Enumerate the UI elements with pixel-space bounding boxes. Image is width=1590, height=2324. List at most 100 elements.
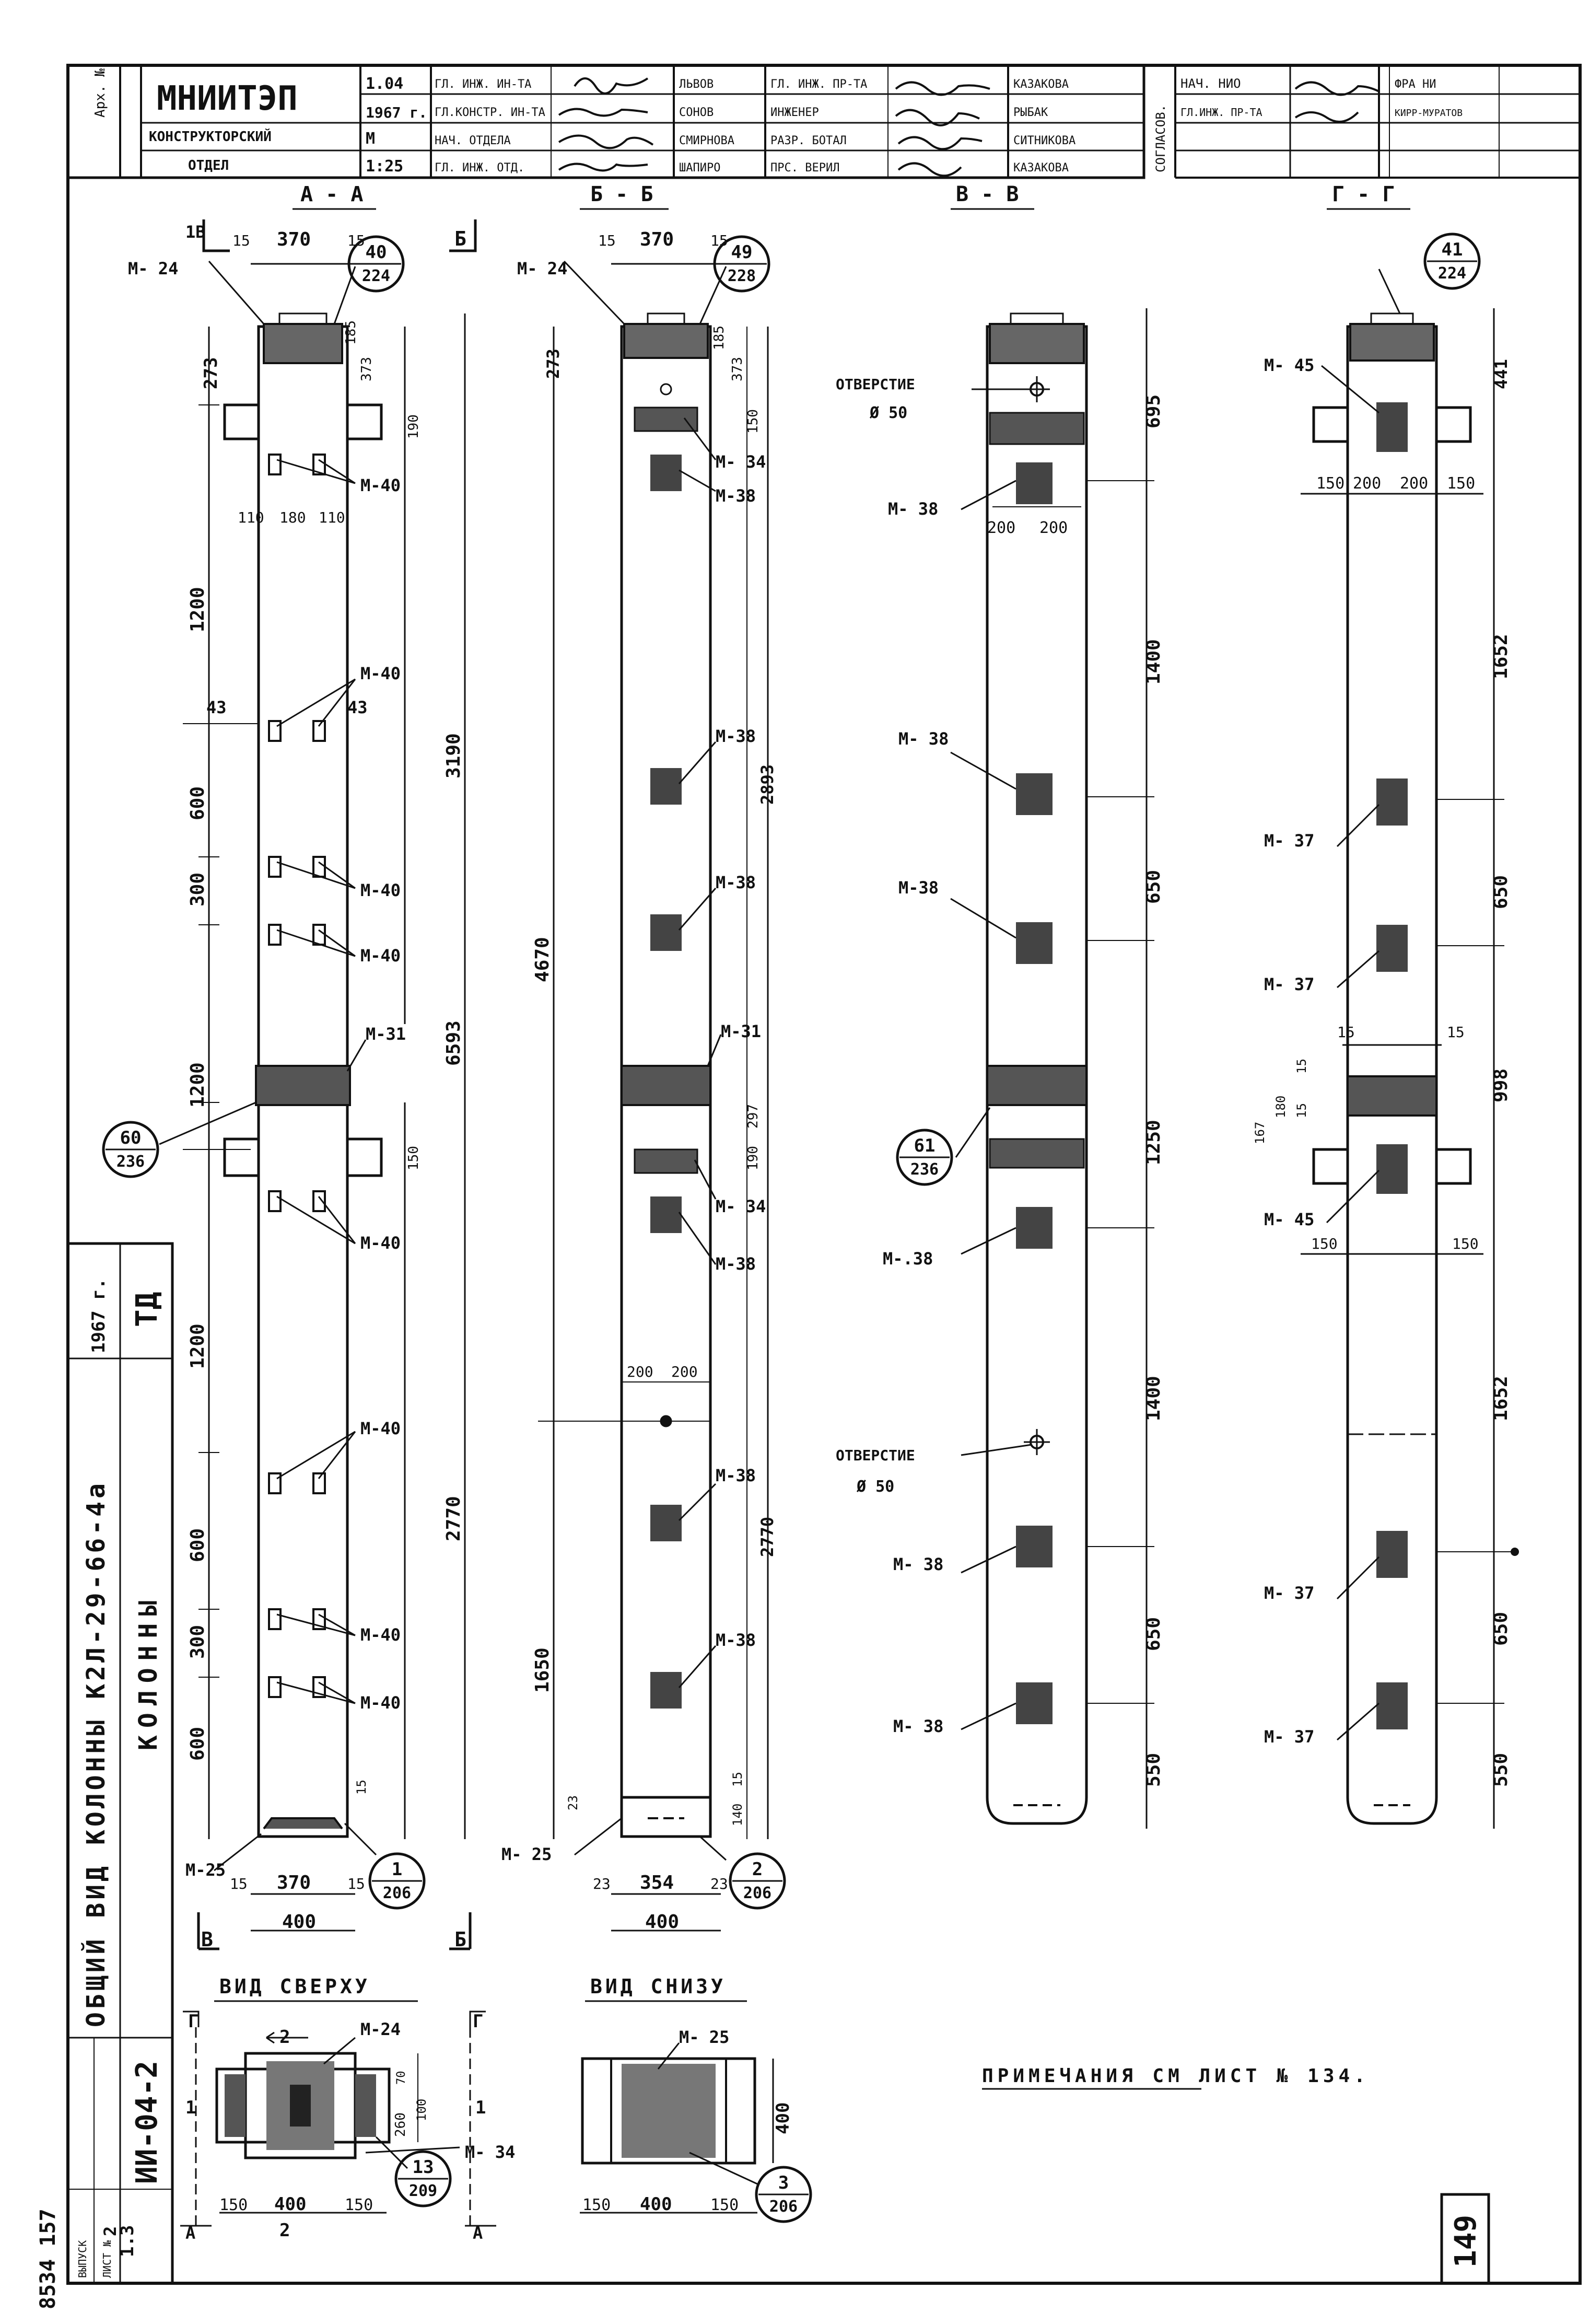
bb-m31-label: М-31 <box>721 1021 761 1041</box>
scale-label: М <box>366 130 375 148</box>
scale-value: 1:25 <box>366 157 403 176</box>
aa-dim-1200-2: 1200 <box>187 1062 208 1108</box>
vv-dim-650-2: 650 <box>1143 1617 1164 1651</box>
svg-text:1: 1 <box>392 1859 402 1880</box>
vv-hole-dia-2: Ø 50 <box>856 1478 894 1496</box>
top-view-cut-g-right: Г <box>473 2011 483 2032</box>
bb-dim-2770: 2770 <box>757 1517 777 1557</box>
aa-cut-b-top: Б <box>454 227 466 250</box>
top-view-cut-1-right: 1 <box>475 2097 486 2118</box>
vv-hole-label-1: ОТВЕРСТИЕ <box>836 376 915 393</box>
stamp-sheet-label: ЛИСТ № <box>101 2240 113 2278</box>
name2-2: РЫБАК <box>1013 106 1048 119</box>
role-1: ГЛ. ИНЖ. ИН-ТА <box>435 78 531 91</box>
aa-small-dim-1: 15 <box>354 1780 369 1795</box>
vv-m38-label-1: М- 38 <box>888 499 938 519</box>
stamp-issue-label: ВЫПУСК <box>76 2240 89 2278</box>
bb-dim-140: 140 <box>730 1804 745 1826</box>
bb-dim-150: 150 <box>745 409 761 434</box>
bb-dim-373: 373 <box>730 357 745 381</box>
bb-dim-2893: 2893 <box>757 764 777 805</box>
role3-2: ГЛ.ИНЖ. ПР-ТА <box>1180 106 1262 119</box>
vv-dim-1400-2: 1400 <box>1143 1376 1164 1421</box>
vv-hole-dia-1: Ø 50 <box>869 404 907 422</box>
bb-bot-dim-2: 354 <box>640 1872 674 1893</box>
name2-3: СИТНИКОВА <box>1013 134 1075 147</box>
top-view: ВИД СВЕРХУ <box>180 1975 496 2231</box>
stamp-sheet: 1.3 <box>117 2225 138 2257</box>
aa-m24-label: М- 24 <box>128 259 178 278</box>
aa-m40-label-8: М-40 <box>360 1693 401 1713</box>
aa-m40-label-6: М-40 <box>360 1419 401 1438</box>
vv-dim-650-1: 650 <box>1143 870 1164 904</box>
column-aa-joint <box>255 1065 351 1106</box>
gg-dim-550: 550 <box>1490 1753 1512 1787</box>
bb-m38-label-2: М-38 <box>716 726 756 746</box>
bb-m38-label-4: М-38 <box>716 1254 756 1274</box>
vv-m38-label-5: М- 38 <box>893 1554 943 1574</box>
org-name: МНИИТЭП <box>157 79 298 118</box>
vv-mid-dim-2: 200 <box>1039 519 1068 537</box>
bb-small-dim-15: 15 <box>730 1772 745 1787</box>
aa-dim-600-1: 600 <box>187 786 208 820</box>
aa-mid-dim-1: 110 <box>238 509 264 526</box>
role-3: НАЧ. ОТДЕЛА <box>435 134 511 147</box>
org-dept-2: ОТДЕЛ <box>188 158 229 173</box>
bb-bot-dim-1: 23 <box>593 1875 611 1892</box>
gg-small-dim-15b: 15 <box>1447 1024 1465 1041</box>
sheet-number: 149 <box>1449 2215 1483 2268</box>
bb-m38-label-5: М-38 <box>716 1466 756 1485</box>
aa-top-dim-1: 15 <box>232 232 250 249</box>
gg-small-dim-150a: 150 <box>1311 1235 1338 1252</box>
vv-dim-550: 550 <box>1143 1753 1164 1787</box>
svg-text:224: 224 <box>1438 264 1466 283</box>
svg-text:228: 228 <box>728 267 756 285</box>
signatures <box>558 77 1379 177</box>
top-view-cut-a-left: А <box>185 2223 195 2243</box>
gg-mid-dim-3: 200 <box>1400 474 1428 493</box>
svg-text:41: 41 <box>1442 239 1463 260</box>
callout-bb-49-228: 49 228 <box>713 235 770 293</box>
aa-dim-185: 185 <box>343 320 359 345</box>
svg-text:61: 61 <box>914 1135 936 1156</box>
name-4: ШАПИРО <box>679 161 720 175</box>
view-vv-title: В - В <box>956 182 1019 206</box>
name-3: СМИРНОВА <box>679 134 734 147</box>
bb-dim-185: 185 <box>711 326 727 350</box>
role2-2: ИНЖЕНЕР <box>770 106 819 119</box>
aa-dim-600-3: 600 <box>187 1727 208 1761</box>
org-dept-1: КОНСТРУКТОРСКИЙ <box>149 128 272 145</box>
gg-m45-label-1: М- 45 <box>1264 355 1314 375</box>
top-view-dim-150-right: 150 <box>345 2196 373 2214</box>
inventory-number: 8534 157 <box>36 2209 60 2309</box>
sheet-number-box <box>1440 2193 1490 2285</box>
bb-m38-label-3: М-38 <box>716 873 756 892</box>
aa-section-43-left: 43 <box>206 698 227 717</box>
callout-top-13-209: 13 209 <box>394 2150 452 2207</box>
aa-m40-label-4: М-40 <box>360 946 401 966</box>
aa-m40-label-2: М-40 <box>360 664 401 683</box>
aa-m31-label: М-31 <box>366 1024 406 1044</box>
name3-1: ФРА НИ <box>1395 78 1436 91</box>
vv-dim-1250: 1250 <box>1143 1120 1164 1165</box>
aa-dim-190: 190 <box>406 414 422 439</box>
top-view-cut-2-top: 2 <box>279 2027 290 2048</box>
name-1: ЛЬВОВ <box>679 78 714 91</box>
aa-m40-label-3: М-40 <box>360 880 401 900</box>
name3-2: КИРР-МУРАТОВ <box>1395 108 1463 119</box>
aa-m40-label-1: М-40 <box>360 475 401 495</box>
svg-text:40: 40 <box>366 242 387 263</box>
aa-m40-label-7: М-40 <box>360 1625 401 1645</box>
aa-dim-2770: 2770 <box>443 1496 464 1541</box>
side-stamp <box>66 1242 174 2285</box>
vv-dim-695: 695 <box>1143 394 1164 428</box>
bottom-view-title: ВИД СНИЗУ <box>590 1975 726 1998</box>
top-view-m24-label: М-24 <box>360 2019 401 2039</box>
column-aa-bracket-upper <box>223 403 383 440</box>
aa-bot-width: 400 <box>282 1911 316 1933</box>
bottom-view: ВИД СНИЗУ <box>580 1975 774 2214</box>
bb-mid-dim-1: 200 <box>627 1363 653 1380</box>
stamp-title-line2: КОЛОННЫ <box>134 1594 163 1750</box>
doc-code: 1.04 <box>366 75 403 93</box>
svg-text:236: 236 <box>116 1153 145 1171</box>
